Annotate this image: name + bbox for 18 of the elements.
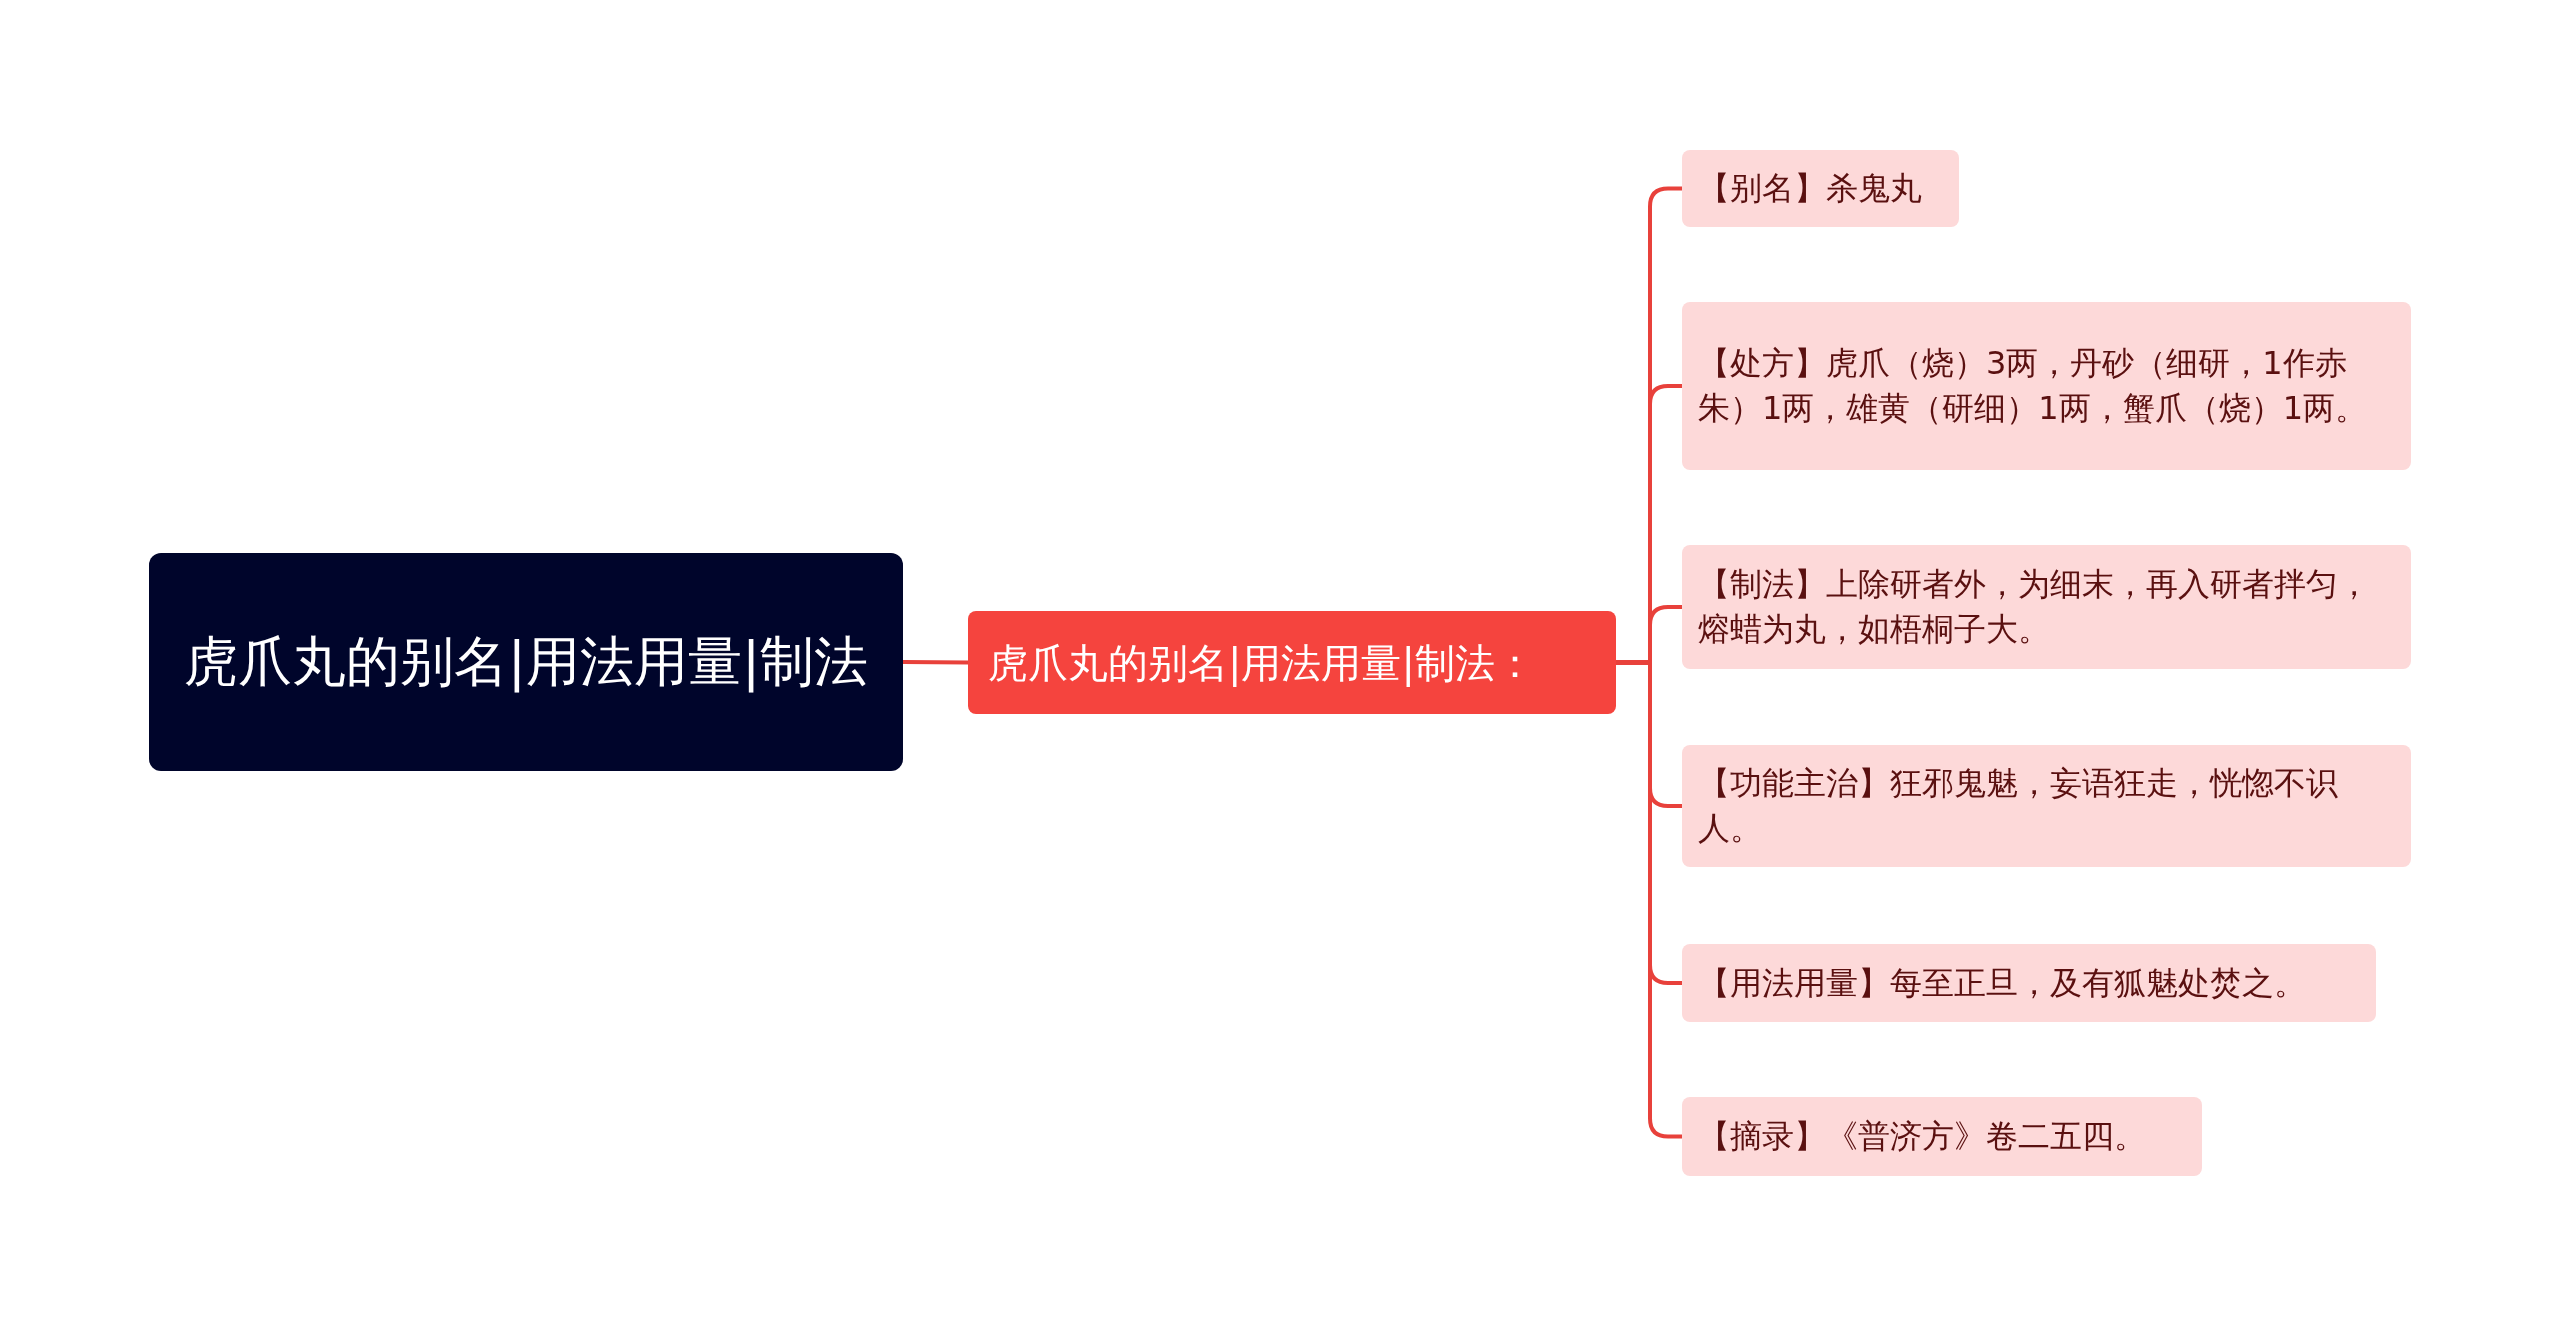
topic-text: 【处方】虎爪（烧）3两，丹砂（细研，1作赤朱）1两，雄黄（研细）1两，蟹爪（烧）1两。 [1698, 343, 2369, 429]
topic-text: 【摘录】《普济方》卷二五四。 [1698, 1116, 2147, 1158]
topic-text: 【别名】杀鬼丸 [1698, 168, 1923, 210]
subtopic-box [1682, 545, 2411, 669]
subtopic-box [1682, 944, 2376, 1022]
root-topic-box [149, 553, 903, 771]
subtopic-box [1682, 745, 2411, 867]
topic-text: 【功能主治】狂邪鬼魅，妄语狂走，恍惚不识人。 [1698, 763, 2339, 849]
topic-text: 虎爪丸的别名|用法用量|制法 [183, 628, 869, 695]
subtopic-box [1682, 302, 2411, 470]
topic-text: 虎爪丸的别名|用法用量|制法： [988, 638, 1536, 689]
connector-line [1616, 660, 1682, 1139]
subtopic-box [1682, 1097, 2202, 1176]
subtopic-box [1682, 150, 1959, 227]
topic-text: 【用法用量】每至正旦，及有狐魅处焚之。 [1698, 962, 2307, 1004]
connector-line [903, 660, 968, 665]
main-topic-box [968, 611, 1616, 714]
topic-text: 【制法】上除研者外，为细末，再入研者拌匀，熔蜡为丸，如梧桐子大。 [1698, 564, 2371, 650]
